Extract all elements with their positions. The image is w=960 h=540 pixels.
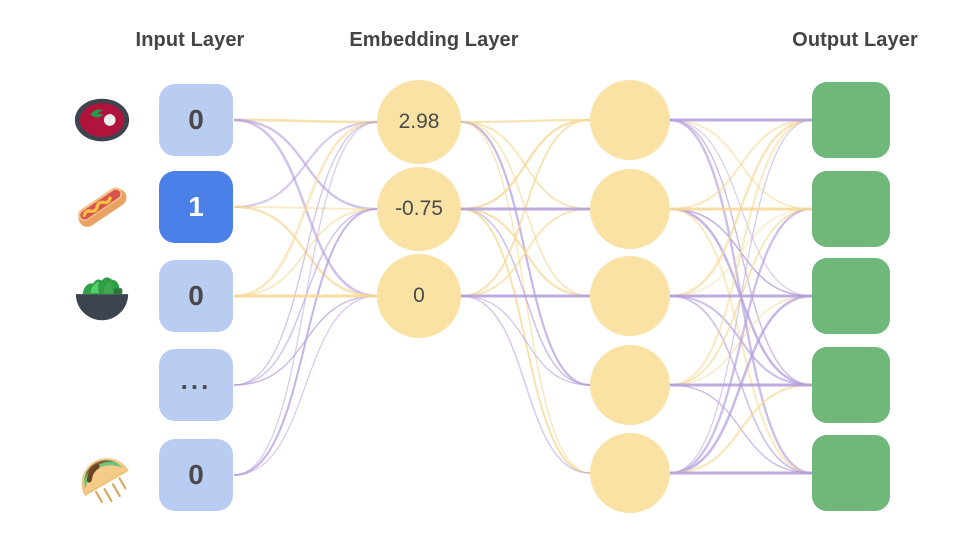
embedding-node-2[interactable]: 0 xyxy=(377,254,461,338)
hidden-node-3[interactable] xyxy=(590,345,670,425)
layer-title-output-layer: Output Layer xyxy=(792,29,918,51)
output-node-3[interactable] xyxy=(812,347,890,423)
hidden-node-4[interactable] xyxy=(590,433,670,513)
connection-edge xyxy=(460,295,591,386)
output-node-0[interactable] xyxy=(812,82,890,158)
connection-edge xyxy=(233,118,378,211)
input-node-0[interactable]: 0 xyxy=(159,84,233,156)
connection-edge xyxy=(233,121,378,476)
input-node-4[interactable]: 0 xyxy=(159,439,233,511)
embedding-node-0[interactable]: 2.98 xyxy=(377,80,461,164)
connection-edge xyxy=(233,118,378,124)
connection-edge xyxy=(669,207,813,475)
hidden-node-2[interactable] xyxy=(590,256,670,336)
input-node-2[interactable]: 0 xyxy=(159,260,233,332)
connection-edge xyxy=(233,295,378,476)
connection-edge xyxy=(669,118,813,475)
connection-edge xyxy=(233,120,378,209)
layer-title-input-layer: Input Layer xyxy=(135,29,245,51)
connection-edge xyxy=(233,295,378,386)
connection-edge xyxy=(669,208,813,297)
connection-edge xyxy=(233,208,378,297)
connection-edge xyxy=(669,118,813,387)
connection-edge xyxy=(460,208,591,386)
green-salad-icon xyxy=(71,265,133,327)
connection-edge xyxy=(669,208,813,386)
connection-edge xyxy=(460,121,591,297)
connection-edge xyxy=(669,207,813,387)
output-node-2[interactable] xyxy=(812,258,890,334)
connection-edge xyxy=(233,121,378,386)
stew-bowl-icon xyxy=(71,89,133,151)
connection-edge xyxy=(233,207,378,477)
connection-edge xyxy=(460,208,591,297)
connection-edge xyxy=(460,118,591,211)
connection-edge xyxy=(669,295,813,474)
connection-edge xyxy=(460,121,591,474)
connection-edge xyxy=(669,118,813,298)
hot-dog-icon xyxy=(71,176,133,238)
connection-edge xyxy=(669,119,813,297)
connection-edge xyxy=(233,208,378,386)
connection-edge xyxy=(669,384,813,474)
connection-edge xyxy=(669,207,813,475)
layer-title-embedding-layer: Embedding Layer xyxy=(349,29,519,51)
hidden-node-0[interactable] xyxy=(590,80,670,160)
connection-edge xyxy=(669,119,813,386)
connection-edge xyxy=(460,207,591,298)
connection-edge xyxy=(669,295,813,386)
connection-edge xyxy=(460,295,591,474)
connection-edge xyxy=(460,119,591,297)
connection-edge xyxy=(669,119,813,210)
output-node-1[interactable] xyxy=(812,171,890,247)
connection-edge xyxy=(460,208,591,474)
connection-edge xyxy=(669,208,813,297)
connection-edge xyxy=(669,119,813,474)
connection-edge xyxy=(669,119,813,210)
taco-icon xyxy=(71,444,133,506)
input-node-1[interactable]: 1 xyxy=(159,171,233,243)
connection-edge xyxy=(460,118,591,124)
connection-edge xyxy=(669,383,813,475)
connection-edge xyxy=(233,206,378,210)
connection-edge xyxy=(233,118,378,298)
connection-edge xyxy=(233,120,378,298)
hidden-node-1[interactable] xyxy=(590,169,670,249)
output-node-4[interactable] xyxy=(812,435,890,511)
connection-edge xyxy=(460,121,591,210)
connection-edge xyxy=(233,205,378,298)
embedding-node-1[interactable]: -0.75 xyxy=(377,167,461,251)
connection-edge xyxy=(460,120,591,387)
input-node-3[interactable]: ... xyxy=(159,349,233,421)
connection-edge xyxy=(669,294,813,387)
connection-edge xyxy=(669,294,813,475)
